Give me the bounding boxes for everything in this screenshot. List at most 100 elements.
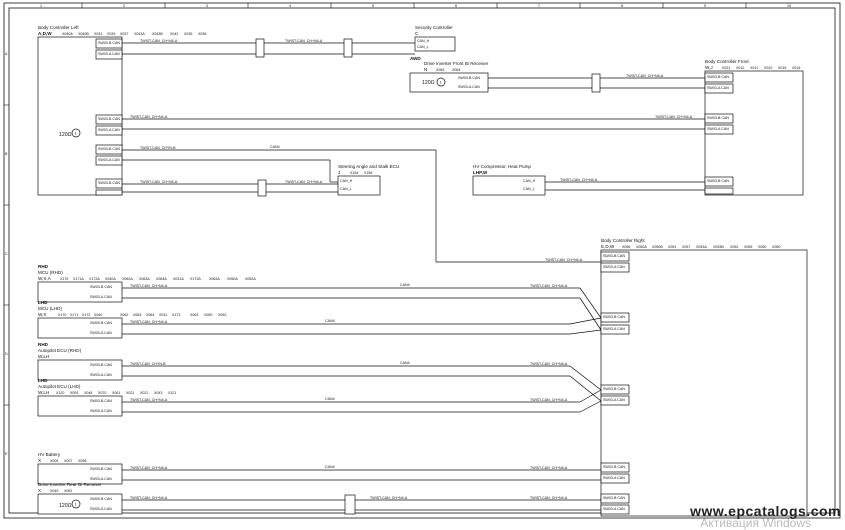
svg-text:X081: X081 <box>64 489 72 493</box>
sas-title: Steering Angle and Stalk ECU <box>338 164 399 169</box>
svg-text:TWIST-CAN_CH+N4-A: TWIST-CAN_CH+N4-A <box>530 398 568 402</box>
mcu-lhd-box <box>37 317 123 339</box>
svg-text:X036: X036 <box>198 32 206 36</box>
svg-text:CAN4: CAN4 <box>400 283 410 287</box>
svg-text:X015: X015 <box>778 66 786 70</box>
svg-text:SW03-A CAN: SW03-A CAN <box>603 507 625 511</box>
svg-text:X057: X057 <box>682 245 690 249</box>
bcl-termination-label: 120Ω <box>59 132 72 138</box>
svg-text:X050B: X050B <box>652 245 663 249</box>
svg-text:X063: X063 <box>190 313 198 317</box>
svg-text:X060: X060 <box>772 245 780 249</box>
svg-text:CAN_L: CAN_L <box>523 187 535 191</box>
grid-col-5: 5 <box>372 4 374 8</box>
svg-text:SW03-B CAN: SW03-B CAN <box>603 496 625 500</box>
sec-title: Security Controller <box>415 25 453 30</box>
svg-text:X011: X011 <box>750 66 758 70</box>
svg-text:SW03-B CAN: SW03-B CAN <box>707 179 729 183</box>
svg-text:X172: X172 <box>82 313 90 317</box>
grid-col-10: 10 <box>787 4 791 8</box>
dir-termination-label: 120Ω <box>59 503 72 509</box>
svg-text:TWIST-CAN_CH+N4-A: TWIST-CAN_CH+N4-A <box>560 178 598 182</box>
svg-text:TWIST-CAN_CH+N4-A: TWIST-CAN_CH+N4-A <box>130 466 168 470</box>
svg-text:SW03-A CAN: SW03-A CAN <box>458 85 480 89</box>
svg-text:X050: X050 <box>758 245 766 249</box>
hvc-title: HV Compressor, Heat Pump <box>473 164 531 169</box>
security-controller: Security Controller C CAN_H CAN_L <box>414 25 456 52</box>
svg-text:X063: X063 <box>133 313 141 317</box>
grid-col-7: 7 <box>538 4 540 8</box>
mcu-lhd-conn: W,X <box>38 312 46 317</box>
grid-col-1: 1 <box>40 4 42 8</box>
svg-text:SW03-A CAN: SW03-A CAN <box>707 86 729 90</box>
svg-text:X171: X171 <box>70 313 78 317</box>
bcf-conn: W,J <box>705 65 713 70</box>
svg-text:X056: X056 <box>622 245 630 249</box>
svg-text:TWIST-CAN_CH+N4-A: TWIST-CAN_CH+N4-A <box>370 496 408 500</box>
svg-text:TWIST-CAN_CH+N4-A: TWIST-CAN_CH+N4-A <box>626 74 664 78</box>
svg-text:X048: X048 <box>84 391 92 395</box>
svg-text:SW03-A CAN: SW03-A CAN <box>603 398 625 402</box>
svg-text:X064: X064 <box>452 68 460 72</box>
svg-text:X043A: X043A <box>134 32 145 36</box>
drive-inverter-rear: Drive Inverter Rear Bi Receiver X X049 X… <box>37 482 123 515</box>
svg-text:TWIST-CAN_CHYN-B: TWIST-CAN_CHYN-B <box>140 146 176 150</box>
svg-text:SW03-A CAN: SW03-A CAN <box>98 128 120 132</box>
ap-lhd-title: Autopilot ECU (LHD) <box>38 384 81 389</box>
grid-ticks <box>4 3 747 406</box>
svg-text:TWIST-CAN_CH+N4-A: TWIST-CAN_CH+N4-A <box>130 496 168 500</box>
svg-text:SW03-B CAN: SW03-B CAN <box>603 254 625 258</box>
bcr-box <box>600 249 808 517</box>
mcu-rhd-box <box>37 281 123 303</box>
svg-text:CAN4: CAN4 <box>325 397 335 401</box>
svg-text:X098: X098 <box>78 459 86 463</box>
mcu-lhd-tag: LHD <box>38 300 48 305</box>
svg-text:X154: X154 <box>350 171 358 175</box>
awd-box <box>409 72 489 93</box>
svg-text:TWIST-CAN_CH+N4-A: TWIST-CAN_CH+N4-A <box>130 284 168 288</box>
ap-rhd-tag: RHD <box>38 342 49 347</box>
bcl-conn: A,D,W <box>38 31 52 36</box>
svg-text:SW03-A CAN: SW03-A CAN <box>603 327 625 331</box>
svg-text:X012: X012 <box>736 66 744 70</box>
svg-text:CAN4: CAN4 <box>270 145 280 149</box>
svg-text:CAN_H: CAN_H <box>417 39 430 43</box>
svg-text:TWIST-CAN_CH+N4-A: TWIST-CAN_CH+N4-A <box>130 398 168 402</box>
grid-column-labels: 1 2 3 4 5 6 7 8 9 10 <box>40 4 791 8</box>
svg-text:X052A: X052A <box>245 277 256 281</box>
mcu-lhd-title: MCU (LHD) <box>38 306 62 311</box>
svg-text:X053B: X053B <box>713 245 724 249</box>
grid-col-6: 6 <box>455 4 457 8</box>
svg-text:X061: X061 <box>112 391 120 395</box>
svg-text:X040: X040 <box>94 313 102 317</box>
steering-angle-stalk-ecu: Steering Angle and Stalk ECU J X154 X156… <box>337 164 399 196</box>
svg-text:SW03-A CAN: SW03-A CAN <box>90 477 112 481</box>
awd-drive-inverter-front: AWD Drive Inverter Front Bi Receiver N X… <box>409 56 489 93</box>
svg-text:X043B: X043B <box>152 32 163 36</box>
sec-box <box>414 36 456 52</box>
ap-lhd-conn: W,LH <box>38 390 49 395</box>
grid-row-b: B <box>5 152 8 156</box>
svg-text:TWIST-CAN_CH+N4-A: TWIST-CAN_CH+N4-A <box>530 466 568 470</box>
svg-text:CAN_H: CAN_H <box>340 179 353 183</box>
awd-tag: AWD <box>410 56 421 61</box>
bcr-title: Body Controller Right <box>601 238 645 243</box>
svg-text:X063A: X063A <box>139 277 150 281</box>
svg-text:X042: X042 <box>170 32 178 36</box>
svg-text:CAN_L: CAN_L <box>417 45 429 49</box>
svg-text:CAN4: CAN4 <box>325 465 335 469</box>
sec-conn: C <box>415 31 419 36</box>
svg-text:X035: X035 <box>184 32 192 36</box>
svg-text:X052: X052 <box>730 245 738 249</box>
grid-row-e: E <box>5 452 8 456</box>
svg-text:X093: X093 <box>70 391 78 395</box>
awd-conn: N <box>424 67 427 72</box>
grid-col-2: 2 <box>123 4 125 8</box>
hvb-conn: X <box>38 458 41 463</box>
bcl-pins: X040A X040B X031 X039 X037 X043A X043B X… <box>62 32 206 36</box>
svg-text:X040B: X040B <box>78 32 89 36</box>
grid-col-8: 8 <box>621 4 623 8</box>
svg-text:X170: X170 <box>58 313 66 317</box>
awd-title: Drive Inverter Front Bi Receiver <box>424 61 489 66</box>
ap-rhd-title: Autopilot ECU (RHD) <box>38 348 82 353</box>
